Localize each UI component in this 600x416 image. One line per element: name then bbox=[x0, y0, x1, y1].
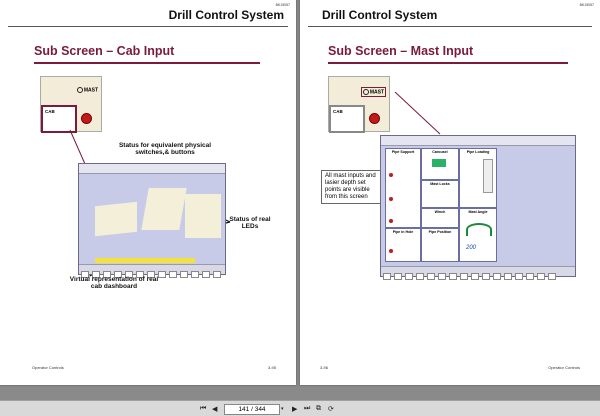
panel-carousel: Carousel bbox=[421, 148, 459, 180]
cab-label: CAB bbox=[45, 109, 55, 114]
page-number-input[interactable]: 141 / 344 bbox=[224, 404, 280, 415]
header-rule bbox=[8, 26, 288, 27]
mast-label: MAST bbox=[360, 87, 386, 98]
led-panel bbox=[185, 194, 221, 238]
callout-virtual-dashboard: Virtual representation of real cab dashb… bbox=[69, 276, 159, 291]
stop-button-icon bbox=[81, 113, 92, 124]
panel-title: Winch bbox=[434, 210, 446, 214]
copy-icon[interactable]: ⧉ bbox=[316, 405, 321, 412]
panel-title: Mast Locks bbox=[430, 182, 450, 186]
rotate-icon[interactable]: ⟳ bbox=[328, 406, 334, 413]
panel-title: Pipe Position bbox=[428, 230, 452, 234]
panel-pipe-position: Pipe Position bbox=[421, 228, 459, 262]
panel-pipe-loading: Pipe Loading bbox=[459, 148, 497, 208]
panel-pipe-in-hole: Pipe in Hole bbox=[385, 228, 421, 262]
previous-page-icon[interactable]: ◀ bbox=[212, 406, 218, 413]
footer-right: 3-95 bbox=[267, 365, 276, 370]
status-strip bbox=[95, 258, 195, 263]
dashboard-panel bbox=[141, 188, 187, 230]
page-dropdown-icon[interactable]: ▾ bbox=[281, 406, 284, 412]
panel-mast-locks: Mast Locks bbox=[421, 180, 459, 208]
panel-title: Pipe Loading bbox=[466, 150, 490, 154]
indicator-icon bbox=[389, 249, 393, 253]
panel-pipe-support: Pipe Support bbox=[385, 148, 421, 228]
panel-winch: Winch bbox=[421, 208, 459, 228]
subtitle-rule bbox=[328, 62, 568, 64]
document-page-right: BK15057 Drill Control System Sub Screen … bbox=[300, 0, 600, 385]
callout-status-leds: Status of real LEDs bbox=[229, 216, 271, 231]
callout-status-physical: Status for equivalent physical switches,… bbox=[118, 142, 212, 157]
screen-top-bar bbox=[381, 136, 575, 146]
panel-title: Mast Angle bbox=[468, 210, 488, 214]
gauge-value: 200 bbox=[466, 245, 477, 251]
carousel-icon bbox=[432, 159, 446, 167]
cab-input-screen bbox=[78, 163, 226, 278]
mast-label: MAST bbox=[77, 87, 98, 93]
footer-left: Operator Controls bbox=[32, 365, 64, 370]
doc-id: BK15057 bbox=[275, 3, 290, 7]
page-header: Drill Control System bbox=[322, 8, 438, 22]
panel-title: Pipe Support bbox=[391, 150, 415, 154]
screen-bottom-toolbar bbox=[79, 264, 225, 278]
footer-left: 3-96 bbox=[320, 365, 329, 370]
dashboard-panel bbox=[95, 201, 137, 237]
next-page-icon[interactable]: ▶ bbox=[292, 406, 298, 413]
doc-id: BK15057 bbox=[579, 3, 594, 7]
panel-title: Carousel bbox=[432, 150, 448, 154]
indicator-icon bbox=[389, 173, 393, 177]
footer-right: Operator Controls bbox=[548, 365, 580, 370]
panel-mast-angle: Mast Angle 200 bbox=[459, 208, 497, 262]
subtitle-rule bbox=[34, 62, 260, 64]
cab-box: CAB bbox=[329, 105, 365, 133]
stop-button-icon bbox=[369, 113, 380, 124]
indicator-icon bbox=[389, 197, 393, 201]
indicator-icon bbox=[389, 219, 393, 223]
mast-angle-gauge-icon bbox=[466, 223, 492, 236]
page-header: Drill Control System bbox=[168, 8, 284, 22]
header-rule bbox=[308, 26, 592, 27]
mast-input-screen: Pipe Support Carousel Pipe Loading Mast … bbox=[380, 135, 576, 280]
cab-thumbnail: MAST CAB bbox=[328, 76, 390, 133]
last-page-icon[interactable]: ⏭ bbox=[304, 405, 311, 412]
viewer-toolbar: ⏮ ◀ 141 / 344 ▾ ▶ ⏭ ⧉ ⟳ bbox=[0, 400, 600, 416]
screen-top-bar bbox=[79, 164, 225, 174]
page-subtitle: Sub Screen – Cab Input bbox=[34, 44, 175, 58]
cab-highlight-box: CAB bbox=[41, 105, 77, 133]
document-page-left: BK15057 Drill Control System Sub Screen … bbox=[0, 0, 296, 385]
panel-title: Pipe in Hole bbox=[392, 230, 414, 234]
cab-label: CAB bbox=[333, 109, 343, 114]
page-subtitle: Sub Screen – Mast Input bbox=[328, 44, 474, 58]
note-box: All mast inputs and lasier depth set poi… bbox=[321, 170, 381, 204]
screen-bottom-toolbar bbox=[381, 266, 575, 280]
pipe-loading-bar bbox=[483, 159, 493, 193]
cab-thumbnail: MAST CAB bbox=[40, 76, 102, 133]
first-page-icon[interactable]: ⏮ bbox=[200, 405, 207, 412]
